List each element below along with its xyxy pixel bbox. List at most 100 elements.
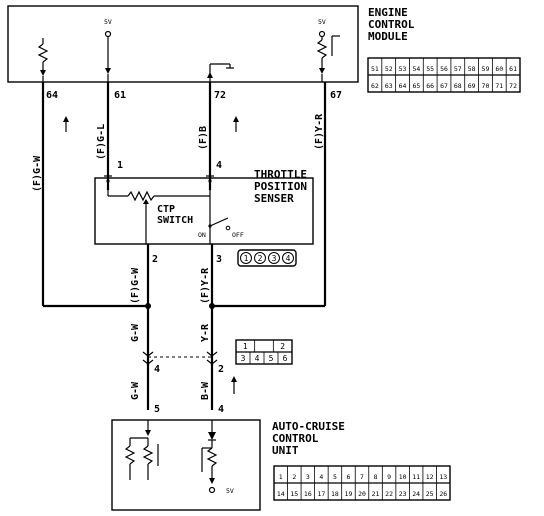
ecm-terminal-72: 72 — [214, 90, 226, 101]
acu-terminal-5: 5 — [154, 404, 160, 415]
joint-cell-2-3: 6 — [283, 354, 288, 363]
ecm-box — [7, 5, 359, 83]
ecm-conn-cell-2-3: 65 — [412, 82, 420, 90]
ecm-title-line-2: CONTROL — [368, 18, 415, 31]
tps-pin-1: 1 — [117, 160, 123, 171]
ecm-conn-cell-2-1: 63 — [385, 82, 393, 90]
tps-box — [94, 177, 314, 245]
tps-connector-pin-1: 1 — [244, 254, 249, 263]
acu-conn-cell-1-7: 8 — [374, 473, 378, 481]
ctp-switch-label-1: CTP — [157, 204, 175, 215]
acu-conn-cell-2-12: 26 — [439, 490, 447, 498]
acu-conn-cell-2-2: 16 — [304, 490, 312, 498]
acu-conn-cell-1-9: 10 — [399, 473, 407, 481]
wire-label-lower-left: (F)G-W — [130, 267, 141, 304]
ecm-5v-supply-left-icon — [104, 30, 112, 82]
tps-pin-markers — [104, 175, 214, 183]
acu-conn-cell-1-1: 2 — [292, 473, 296, 481]
acu-conn-cell-1-8: 9 — [387, 473, 391, 481]
ecm-5v-label-left: 5V — [104, 18, 112, 26]
potentiometer-icon — [107, 181, 211, 244]
joint-pin-2: 2 — [218, 364, 224, 375]
joint-cell-2-0: 3 — [241, 354, 246, 363]
joint-pin-4: 4 — [154, 364, 160, 375]
ecm-conn-cell-1-8: 59 — [482, 65, 490, 73]
joint-connector-markers — [142, 351, 218, 365]
wire-label-bw: B-W — [200, 381, 211, 400]
acu-title-line-1: AUTO-CRUISE — [272, 420, 345, 433]
current-arrow-icon — [231, 376, 237, 394]
ecm-conn-cell-2-5: 67 — [440, 82, 448, 90]
acu-conn-cell-2-8: 22 — [385, 490, 393, 498]
tps-title-line-1: THROTTLE — [254, 168, 307, 181]
tps-title-line-2: POSITION — [254, 180, 307, 193]
ecm-ground-icon — [207, 63, 234, 82]
ecm-conn-cell-1-3: 54 — [412, 65, 420, 73]
acu-conn-cell-1-11: 12 — [426, 473, 434, 481]
acu-5v-label: 5V — [226, 487, 234, 495]
joint-cell-2-2: 5 — [269, 354, 274, 363]
splice-left — [145, 303, 151, 309]
ctp-switch-label-2: SWITCH — [157, 215, 193, 226]
acu-conn-cell-2-5: 19 — [345, 490, 353, 498]
ecm-conn-cell-2-8: 70 — [482, 82, 490, 90]
acu-terminal-4: 4 — [218, 404, 224, 415]
ecm-conn-cell-2-7: 69 — [468, 82, 476, 90]
ecm-title-line-1: ENGINE — [368, 6, 408, 19]
ecm-5v-resistor-right-icon — [316, 30, 340, 82]
ecm-resistor-to-ground-icon — [37, 38, 49, 82]
acu-conn-cell-2-1: 15 — [290, 490, 298, 498]
acu-conn-cell-1-12: 13 — [439, 473, 447, 481]
acu-conn-cell-2-3: 17 — [317, 490, 325, 498]
ecm-5v-label-right: 5V — [318, 18, 326, 26]
ecm-conn-cell-1-4: 55 — [426, 65, 434, 73]
wire-label-yr-1: Y-R — [200, 323, 211, 342]
acu-title-line-3: UNIT — [272, 444, 299, 457]
acu-conn-cell-2-11: 25 — [426, 490, 434, 498]
ecm-conn-cell-2-2: 64 — [399, 82, 407, 90]
acu-conn-cell-1-3: 4 — [319, 473, 323, 481]
acu-conn-cell-2-9: 23 — [399, 490, 407, 498]
ecm-conn-cell-2-0: 62 — [371, 82, 379, 90]
acu-title-line-2: CONTROL — [272, 432, 319, 445]
ecm-conn-cell-1-10: 61 — [509, 65, 517, 73]
wire-label-gw-1: G-W — [130, 323, 141, 342]
acu-conn-cell-1-5: 6 — [347, 473, 351, 481]
tps-connector-pin-2: 2 — [258, 254, 263, 263]
acu-conn-cell-1-6: 7 — [360, 473, 364, 481]
wire-label-lower-right: (F)Y-R — [200, 267, 211, 304]
ecm-conn-cell-2-4: 66 — [426, 82, 434, 90]
tps-connector-pin-3: 3 — [272, 254, 277, 263]
ecm-conn-cell-1-9: 60 — [495, 65, 503, 73]
joint-cell-2-1: 4 — [255, 354, 260, 363]
ecm-terminal-61: 61 — [114, 90, 126, 101]
acu-conn-cell-1-4: 5 — [333, 473, 337, 481]
ecm-conn-cell-2-9: 71 — [495, 82, 503, 90]
acu-conn-cell-2-0: 14 — [277, 490, 285, 498]
ctp-off-label: OFF — [232, 231, 244, 239]
acu-conn-cell-1-10: 11 — [412, 473, 420, 481]
ctp-on-label: ON — [198, 231, 206, 239]
engine-control-module: 5V 5V 64 61 72 67 ENGINE CONTROL MODULE — [7, 5, 521, 101]
tps-pin-3: 3 — [216, 254, 222, 265]
wire-label-72: (F)B — [198, 126, 209, 150]
ctp-switch-icon — [208, 196, 231, 244]
ecm-terminal-67: 67 — [330, 90, 342, 101]
wire-label-61: (F)G-L — [96, 124, 107, 160]
current-arrow-icon — [63, 116, 239, 132]
wire-label-67: (F)Y-R — [314, 113, 325, 150]
splice-right — [209, 303, 215, 309]
joint-cell-1-0: 1 — [243, 342, 248, 351]
acu-conn-cell-1-2: 3 — [306, 473, 310, 481]
ecm-conn-cell-2-10: 72 — [509, 82, 517, 90]
wire-label-gw-2: G-W — [130, 381, 141, 400]
throttle-position-sensor: 1 4 CTP SWITCH ON OFF THROTTLE POSITION — [94, 160, 314, 267]
ecm-title-line-3: MODULE — [368, 30, 408, 43]
acu-conn-cell-1-0: 1 — [279, 473, 283, 481]
tps-title-line-3: SENSER — [254, 192, 294, 205]
joint-cell-1-2: 2 — [280, 342, 285, 351]
